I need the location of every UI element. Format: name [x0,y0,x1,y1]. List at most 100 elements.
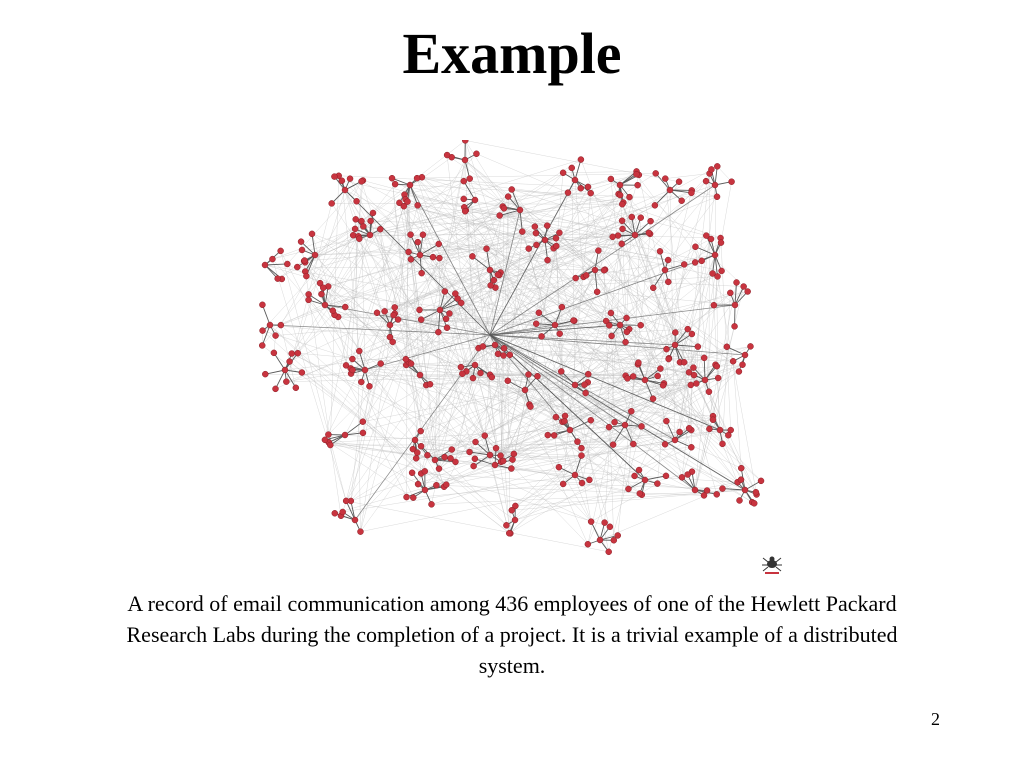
graph-node [551,321,559,329]
graph-edge [399,202,440,259]
graph-node [416,251,424,259]
graph-node [618,240,625,248]
graph-edge [350,458,475,502]
graph-node [610,537,618,544]
graph-edge [522,231,611,527]
graph-edge [624,424,634,445]
graph-edge [590,521,601,541]
graph-node [508,186,515,193]
graph-node [688,444,695,451]
graph-node [503,522,510,529]
graph-node [651,202,659,209]
graph-edge [562,193,591,484]
graph-edge [669,189,692,194]
graph-node [737,476,745,483]
graph-node [356,235,363,242]
graph-node [739,361,746,368]
graph-edge [380,174,639,230]
graph-edge [408,172,564,363]
graph-node [461,156,469,164]
graph-edge [359,196,509,239]
graph-node [737,464,745,472]
graph-edge [464,159,596,271]
graph-node [666,186,674,194]
graph-node [736,497,743,504]
graph-edge [414,216,632,441]
graph-node [414,202,421,209]
graph-edge [496,431,680,449]
graph-node [533,241,540,249]
graph-edge [625,375,721,431]
graph-edge [350,181,362,369]
graph-edge [503,186,589,356]
graph-edge [413,458,451,498]
graph-node [512,502,519,510]
graph-node [564,189,572,196]
graph-edge [352,318,447,360]
graph-node [259,301,266,309]
graph-edge [591,483,658,522]
graph-edge [352,206,405,360]
graph-node [509,456,516,463]
graph-edge [337,316,347,366]
graph-edge [328,442,610,528]
graph-node [700,354,708,362]
graph-edge [585,275,654,399]
graph-edge [679,238,712,363]
graph-node [614,232,622,239]
graph-node [684,325,692,333]
graph-node [311,251,319,259]
graph-node [716,426,724,434]
graph-node [570,317,577,324]
graph-node [521,386,529,394]
graph-node [491,461,499,469]
graph-node [500,205,508,212]
graph-edge [722,488,746,491]
graph-edge [696,260,702,384]
graph-node [609,441,617,448]
graph-node [443,481,450,488]
graph-edge [349,178,538,377]
graph-edge [455,206,503,294]
graph-edge [461,302,676,346]
graph-edge [420,309,441,321]
graph-edge [509,431,680,534]
graph-edge [261,324,271,346]
graph-node [574,438,581,445]
graph-edge [734,282,737,306]
graph-edge [323,220,362,288]
graph-node [389,338,396,346]
graph-edge [631,216,738,483]
graph-edge [420,196,509,447]
graph-node [488,373,496,381]
graph-node [556,330,563,337]
graph-node [534,372,541,380]
graph-edge [529,181,707,405]
graph-node [719,440,726,448]
graph-node [338,177,346,185]
graph-node [487,282,494,289]
graph-node [341,431,349,439]
graph-edge [277,178,470,279]
graph-node [510,450,518,458]
graph-edge [514,471,693,521]
graph-edge [356,201,496,466]
graph-edge [464,207,665,384]
graph-edge [563,171,637,174]
graph-edge [409,184,462,368]
graph-node [626,193,633,201]
graph-node [633,170,640,178]
graph-node [351,225,359,233]
graph-node [649,284,657,292]
graph-node [321,301,329,309]
graph-node [698,257,705,265]
graph-node [606,523,614,531]
graph-node [685,369,693,376]
graph-node [352,216,359,223]
graph-edge [444,291,491,375]
graph-node [577,185,584,192]
graph-edge [341,180,613,238]
graph-edge [332,310,505,349]
graph-node [752,489,760,496]
graph-edge [594,250,599,271]
